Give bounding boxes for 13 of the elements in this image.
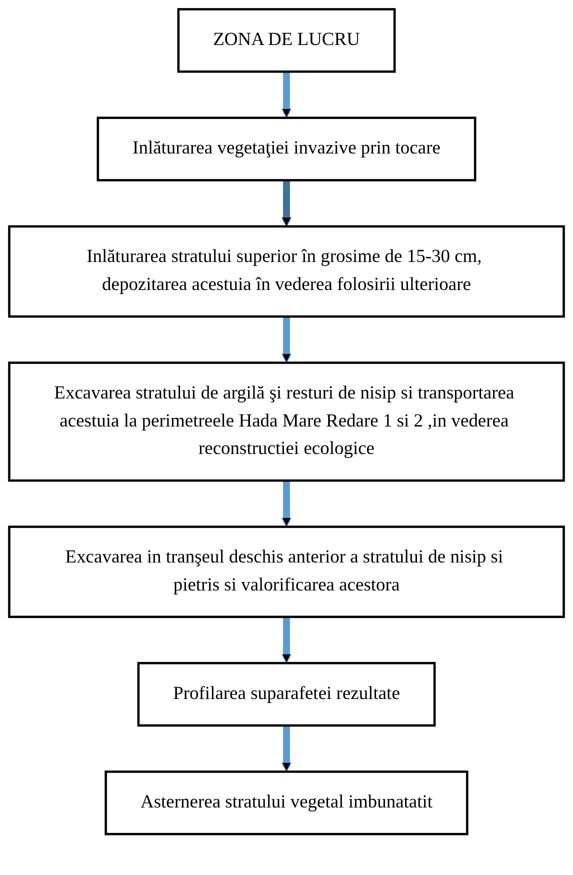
node-box: Excavarea in tranşeul deschis anterior a stratului de nisip si pietris si valorificarea acestora bbox=[8, 526, 565, 618]
arrow bbox=[281, 616, 292, 664]
arrow bbox=[281, 72, 292, 118]
node-box: Excavarea stratului de argilă şi resturi de nisip si transportarea acestuia la perimetreele Hada Mare Redare 1 si 2 ,in vederea reconstructiei ecologice bbox=[8, 362, 565, 482]
node-box: Inlăturarea stratului superior în grosime de 15-30 cm, depozitarea acestuia în vederea folosirii ulterioare bbox=[8, 225, 565, 318]
arrow bbox=[281, 480, 292, 528]
node-box: Asternerea stratului vegetal imbunatatit bbox=[104, 770, 468, 836]
node-box: ZONA DE LUCRU bbox=[177, 8, 396, 73]
arrow bbox=[281, 725, 292, 772]
arrow bbox=[281, 316, 292, 364]
arrow bbox=[281, 180, 292, 227]
node-box: Inlăturarea vegetaţiei invazive prin tocare bbox=[96, 116, 476, 182]
node-box: Profilarea suparafetei rezultate bbox=[137, 662, 436, 727]
